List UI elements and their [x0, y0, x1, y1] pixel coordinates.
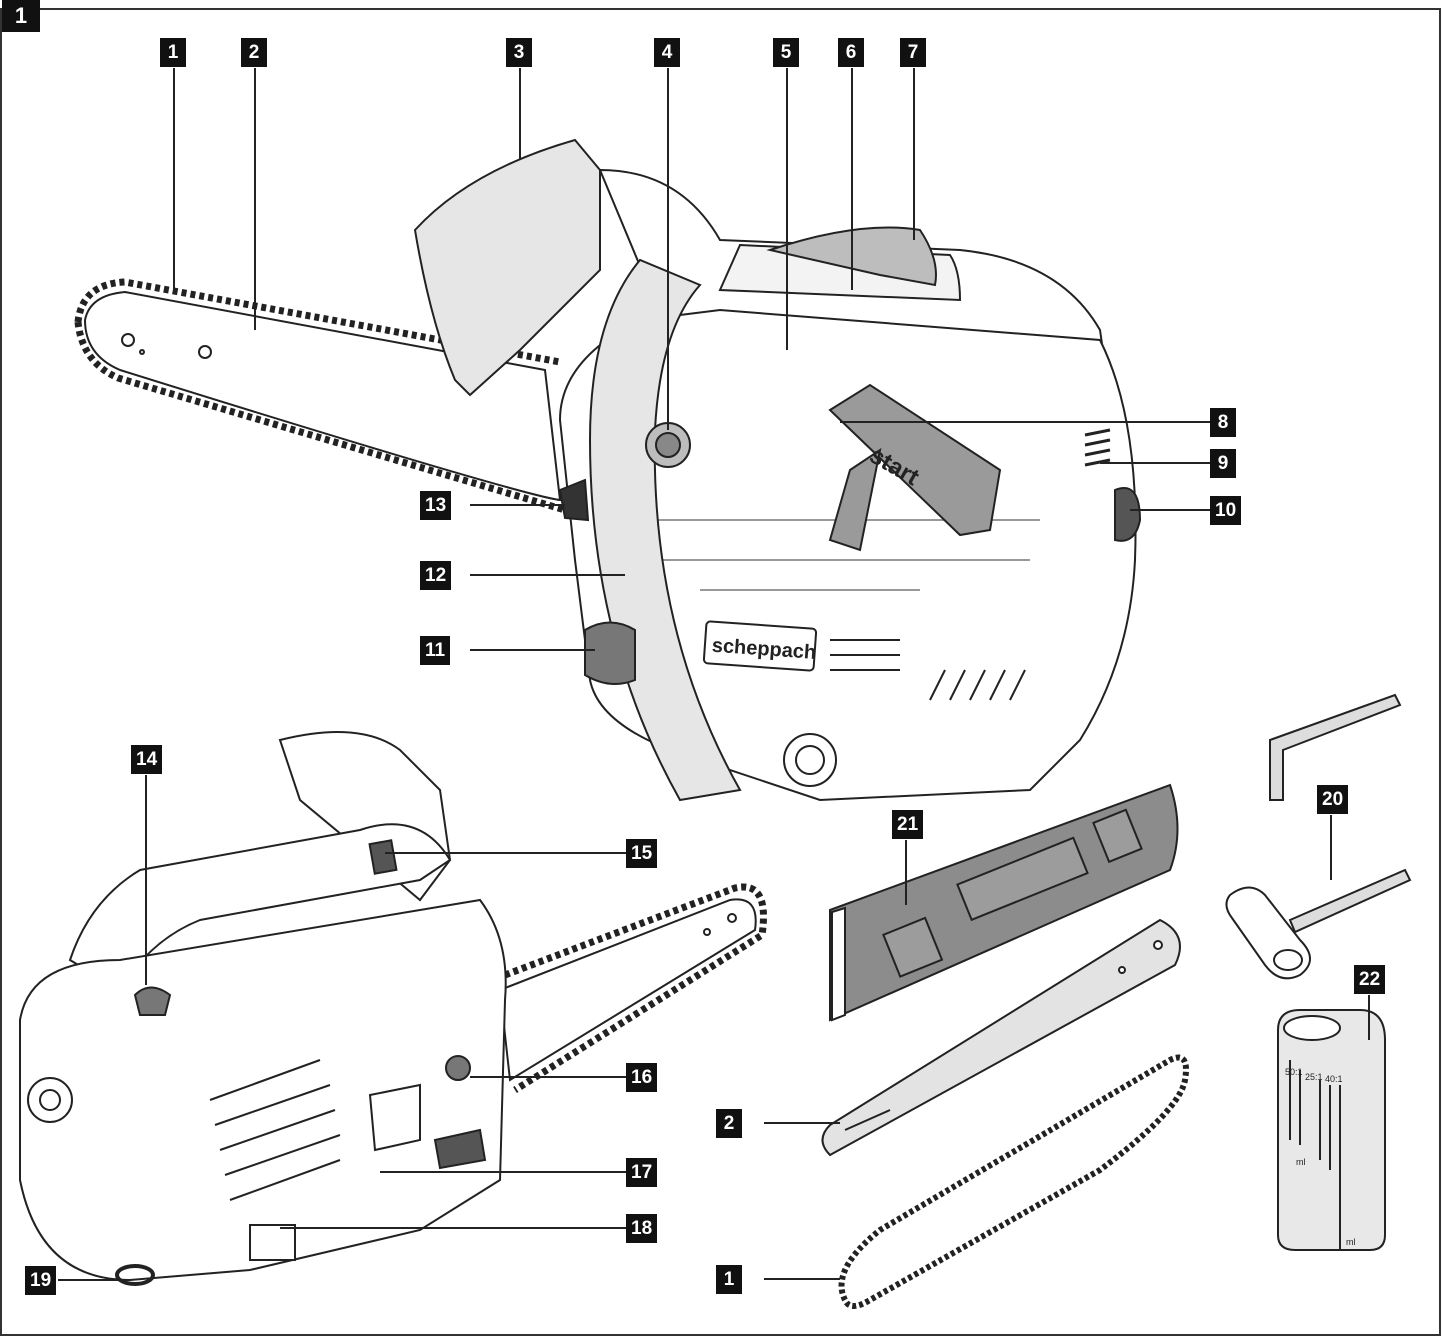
- callout-14-badge: 14: [131, 745, 163, 774]
- lower-chain: [503, 883, 767, 1093]
- callout-9-badge: 9: [1210, 449, 1236, 478]
- callout-2-badge: 2: [241, 38, 267, 67]
- callout-5-badge: 5: [773, 38, 799, 67]
- callout-15-badge: 15: [626, 839, 658, 868]
- callout-2-accessory-badge: 2: [716, 1109, 742, 1138]
- callout-22-badge: 22: [1354, 965, 1386, 994]
- bottle-ratio-left: 50:1: [1285, 1067, 1303, 1077]
- chain-tension-knob: [584, 621, 636, 685]
- callout-12-badge: 12: [420, 561, 452, 590]
- front-hand-guard: [413, 138, 601, 397]
- spare-saw-chain: [838, 1054, 1189, 1309]
- figure-number-badge: 1: [2, 0, 40, 32]
- bottle-unit-left: ml: [1296, 1157, 1306, 1167]
- callout-8-badge: 8: [1210, 408, 1236, 437]
- bottle-unit-right: ml: [1346, 1237, 1356, 1247]
- lower-guide-bar: [498, 898, 757, 1082]
- callout-17-badge: 17: [626, 1158, 658, 1187]
- housing-vents: [830, 639, 1026, 701]
- bottle-ratio-right: 40:1: [1325, 1074, 1343, 1084]
- combination-wrench: [1225, 693, 1412, 980]
- on-off-switch: [368, 839, 398, 875]
- mixing-bottle: 50:1 25:1 40:1 ml ml: [1277, 1009, 1386, 1251]
- rear-latch: [1114, 487, 1142, 542]
- callout-4-badge: 4: [654, 38, 680, 67]
- callout-21-badge: 21: [892, 810, 924, 839]
- bottle-ratio-mid: 25:1: [1305, 1072, 1323, 1082]
- carrying-ring: [115, 1264, 155, 1286]
- leader-lines: [58, 68, 1370, 1281]
- chain-oil-tank: [368, 1083, 421, 1152]
- callout-16-badge: 16: [626, 1063, 658, 1092]
- lower-chainsaw: [19, 731, 767, 1286]
- cooling-fins: [1084, 428, 1111, 467]
- chain-guard: [829, 783, 1179, 1022]
- callout-13-badge: 13: [420, 491, 452, 520]
- upper-guide-bar: [83, 290, 562, 502]
- callout-19-badge: 19: [25, 1266, 57, 1295]
- figure-border: [0, 8, 1441, 1336]
- chain-catcher: [558, 478, 590, 522]
- callout-18-badge: 18: [626, 1214, 658, 1243]
- upper-chainsaw: start scheppach: [74, 138, 1142, 802]
- air-filter-cover-knob: [133, 986, 172, 1016]
- callout-1-accessory-badge: 1: [716, 1265, 742, 1294]
- callout-1-badge: 1: [160, 38, 186, 67]
- callout-20-badge: 20: [1317, 785, 1349, 814]
- callout-10-badge: 10: [1210, 496, 1242, 525]
- sprocket-cover-nut: [445, 1055, 471, 1081]
- callout-11-badge: 11: [420, 636, 451, 665]
- upper-chain: [74, 278, 566, 514]
- callout-6-badge: 6: [838, 38, 864, 67]
- callout-7-badge: 7: [900, 38, 926, 67]
- lower-top-handle: [68, 823, 452, 992]
- lower-vent-grille: [209, 1059, 341, 1261]
- spare-guide-bar: [821, 918, 1181, 1157]
- callout-3-badge: 3: [506, 38, 532, 67]
- brand-plate: [702, 620, 818, 672]
